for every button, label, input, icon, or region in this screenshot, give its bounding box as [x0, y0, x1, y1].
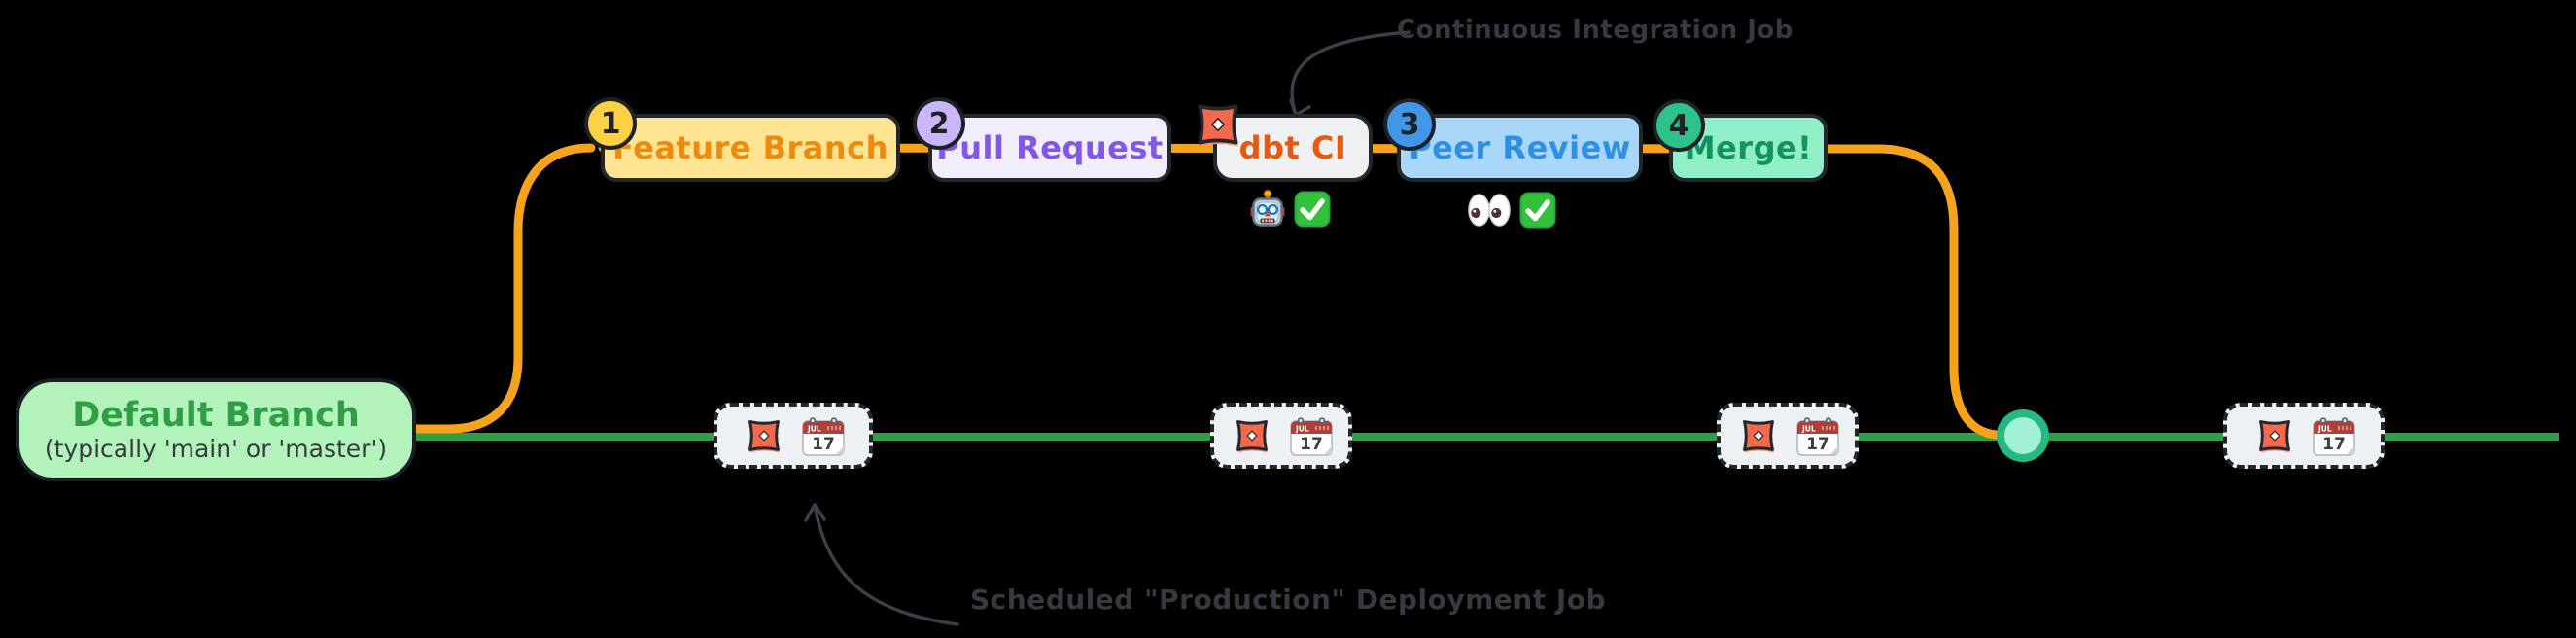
svg-text:JUL: JUL — [807, 425, 821, 434]
merge-commit-node — [1997, 409, 2049, 462]
ci-annotation-arrow — [1289, 30, 1411, 117]
merge-label: Merge! — [1684, 129, 1813, 166]
robot-icon — [1250, 190, 1285, 227]
prod-annotation-arrow — [804, 503, 959, 626]
peer-review-label: Peer Review — [1409, 129, 1631, 166]
branch-out-curve — [411, 143, 596, 434]
svg-text:JUL: JUL — [1295, 425, 1309, 434]
scheduled-job-2: JUL 17 — [1210, 403, 1352, 469]
svg-text:JUL: JUL — [1801, 425, 1816, 434]
scheduled-job-1: JUL 17 — [714, 403, 873, 469]
calendar-icon: JUL 17 — [1290, 417, 1333, 456]
pull-request-label: Pull Request — [936, 129, 1164, 166]
dbt-icon — [741, 412, 787, 459]
review-status-icons — [1468, 192, 1556, 229]
feature-branch-label: Feature Branch — [612, 129, 888, 166]
svg-text:17: 17 — [1806, 435, 1829, 454]
prod-annotation-label: Scheduled "Production" Deployment Job — [970, 584, 1607, 616]
default-branch-box: Default Branch (typically 'main' or 'mas… — [16, 378, 416, 481]
step-box-dbt-ci: dbt CI — [1213, 114, 1373, 182]
step-badge-2: 2 — [913, 97, 965, 150]
dbt-icon — [2251, 412, 2298, 459]
dbt-icon — [1229, 412, 1275, 459]
step-box-pull-request: Pull Request — [928, 114, 1171, 182]
step-box-feature-branch: Feature Branch — [601, 114, 900, 182]
feature-branch-line — [598, 143, 2002, 440]
svg-text:17: 17 — [2322, 435, 2346, 454]
step-badge-3: 3 — [1383, 98, 1436, 151]
step-badge-1: 1 — [584, 97, 637, 150]
step-badge-4: 4 — [1653, 99, 1705, 152]
default-branch-subtitle: (typically 'main' or 'master') — [44, 435, 388, 464]
default-branch-title: Default Branch — [72, 395, 360, 435]
svg-text:17: 17 — [1300, 435, 1323, 454]
calendar-icon: JUL 17 — [1796, 417, 1839, 456]
dbt-ci-label: dbt CI — [1238, 129, 1347, 166]
scheduled-job-3: JUL 17 — [1717, 403, 1859, 469]
ci-status-icons — [1250, 190, 1331, 229]
check-icon — [1519, 192, 1556, 229]
check-icon — [1294, 191, 1331, 228]
calendar-icon: JUL 17 — [2313, 417, 2355, 456]
dbt-icon — [1735, 412, 1782, 459]
ci-annotation-label: Continuous Integration Job — [1397, 16, 1793, 45]
svg-text:JUL: JUL — [2317, 425, 2332, 434]
eyes-icon — [1468, 194, 1511, 227]
dbt-icon — [1188, 94, 1248, 155]
step-box-peer-review: Peer Review — [1397, 114, 1643, 182]
svg-text:17: 17 — [812, 435, 835, 454]
scheduled-job-4: JUL 17 — [2223, 403, 2385, 469]
calendar-icon: JUL 17 — [802, 417, 845, 456]
